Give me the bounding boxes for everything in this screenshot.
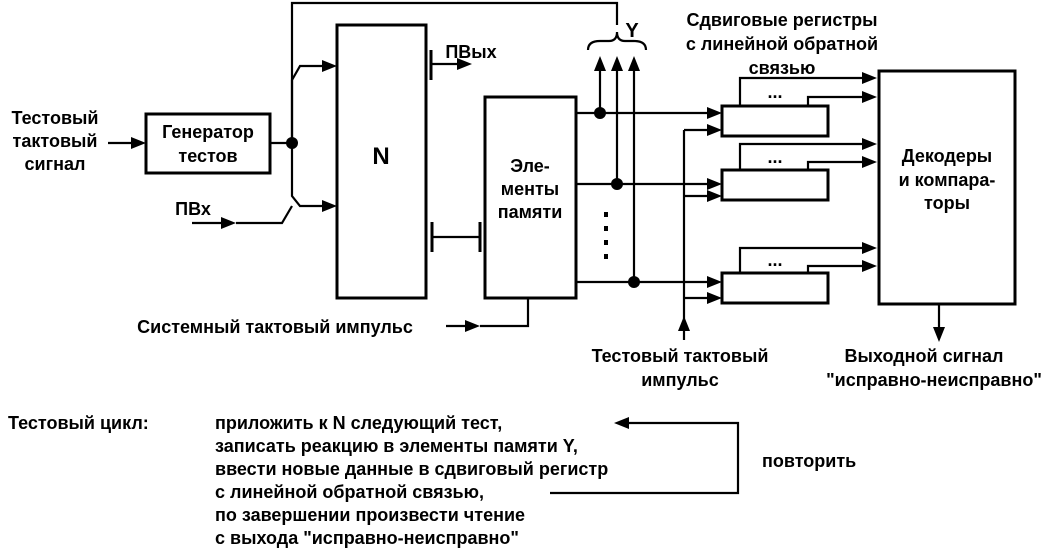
circuit-n-label: N — [372, 143, 389, 170]
y-tap-n-dot — [628, 276, 640, 288]
repeat-label: повторить — [762, 451, 856, 471]
pvyx-label: ПВых — [445, 42, 496, 62]
system-clock-label: Системный тактовый импульс — [137, 317, 413, 337]
decoders-label-1: Декодеры — [902, 146, 992, 166]
test-clock-to-register-2-arrow-icon — [707, 190, 722, 202]
shift-register-n-output — [806, 264, 863, 273]
repeat-arrow-icon — [614, 417, 629, 429]
test-input-arrow-icon — [322, 60, 337, 72]
shift-register-1 — [720, 104, 830, 138]
svg-text:сигнал: сигнал — [25, 154, 86, 174]
decoders-label-3: торы — [924, 193, 970, 213]
memory-label-2: менты — [501, 179, 559, 199]
svg-text:импульс: импульс — [641, 370, 719, 390]
shift-register-2-feedback-arrow-icon — [862, 138, 877, 150]
test-cycle-step: записать реакцию в элементы памяти Y, — [215, 436, 578, 456]
shift-register-1-feedback — [738, 76, 863, 106]
system-clock-to-memory-wire — [480, 298, 530, 328]
test-clock-signal-label: Тестовый тактовый сигнал — [12, 108, 99, 174]
y-tap-2-arrow-icon — [611, 56, 623, 71]
shift-register-2-output-arrow-icon — [862, 156, 877, 168]
test-cycle-step: с линейной обратной связью, — [215, 482, 484, 502]
pvx-merge-wire — [236, 205, 293, 225]
test-cycle-step: ввести новые данные в сдвиговый регистр — [215, 459, 608, 479]
y-label: Y — [625, 20, 639, 42]
test-clock-to-register-n-arrow-icon — [707, 292, 722, 304]
repeat-loop-wire — [550, 421, 740, 495]
decoders-label-2: и компара- — [899, 170, 996, 190]
svg-text:с линейной обратной: с линейной обратной — [686, 34, 878, 54]
svg-text:Тестовый тактовый: Тестовый тактовый — [592, 346, 769, 366]
y-tap-1-arrow-icon — [594, 56, 606, 71]
shift-register-n-feedback-arrow-icon — [862, 242, 877, 254]
shift-register-n — [720, 271, 830, 305]
memory-output-n-arrow-icon — [707, 276, 722, 288]
shift-register-n-dots: ... — [767, 250, 782, 270]
svg-text:Тестовый: Тестовый — [12, 108, 99, 128]
y-tap-n-arrow-icon — [628, 56, 640, 71]
svg-text:тактовый: тактовый — [13, 131, 98, 151]
test-clock-pulse-label: Тестовый тактовый импульс — [592, 346, 769, 390]
pvx-arrow-icon — [322, 200, 337, 212]
memory-output-2-arrow-icon — [707, 178, 722, 190]
test-clock-pulse-arrow-icon — [678, 316, 690, 331]
memory-label-1: Эле- — [510, 156, 550, 176]
svg-text:Сдвиговые регистры: Сдвиговые регистры — [686, 10, 877, 30]
test-cycle-title: Тестовый цикл: — [8, 413, 149, 433]
pvyx-arrow-icon — [457, 58, 472, 70]
test-cycle-steps: приложить к N следующий тест, записать р… — [215, 413, 608, 548]
clock-arrow-icon — [131, 137, 146, 149]
shift-register-n-feedback — [738, 246, 863, 273]
memory-elements-block — [483, 95, 578, 300]
shift-register-n-output-arrow-icon — [862, 260, 877, 272]
shift-registers-label: Сдвиговые регистры с линейной обратной с… — [686, 10, 878, 78]
shift-register-2 — [720, 168, 830, 202]
memory-output-1-arrow-icon — [707, 107, 722, 119]
y-brace — [586, 31, 648, 51]
test-generator-label: Генератор — [162, 122, 254, 142]
y-tap-1-dot — [594, 107, 606, 119]
circuit-n-block — [335, 23, 428, 300]
shift-register-1-output-arrow-icon — [862, 91, 877, 103]
svg-text:связью: связью — [749, 58, 816, 78]
output-signal-arrow-icon — [933, 327, 945, 342]
test-clock-to-register-1-arrow-icon — [707, 124, 722, 136]
shift-register-1-output — [806, 95, 863, 106]
shift-register-1-dots: ... — [767, 82, 782, 102]
test-cycle-step: с выхода "исправно-неисправно" — [215, 528, 519, 548]
shift-register-1-feedback-arrow-icon — [862, 72, 877, 84]
test-input-wire — [290, 64, 323, 143]
test-cycle-step: приложить к N следующий тест, — [215, 413, 502, 433]
pvx-input-arrow-icon — [221, 217, 236, 229]
pvx-label: ПВх — [175, 199, 211, 219]
y-tap-2-dot — [611, 178, 623, 190]
memory-output-dots — [604, 212, 608, 259]
output-signal-label: Выходной сигнал "исправно-неисправно" — [826, 346, 1042, 390]
svg-text:"исправно-неисправно": "исправно-неисправно" — [826, 370, 1042, 390]
memory-label-3: памяти — [498, 202, 563, 222]
shift-register-2-dots: ... — [767, 147, 782, 167]
generator-to-pvx-wire — [290, 143, 323, 208]
system-clock-arrow-icon — [465, 320, 480, 332]
test-cycle-step: по завершении произвести чтение — [215, 505, 525, 525]
svg-text:Выходной сигнал: Выходной сигнал — [845, 346, 1004, 366]
shift-register-2-feedback — [738, 142, 863, 170]
shift-register-2-output — [806, 160, 863, 170]
test-generator-label-2: тестов — [178, 146, 237, 166]
decoders-comparators-block — [877, 69, 1017, 306]
